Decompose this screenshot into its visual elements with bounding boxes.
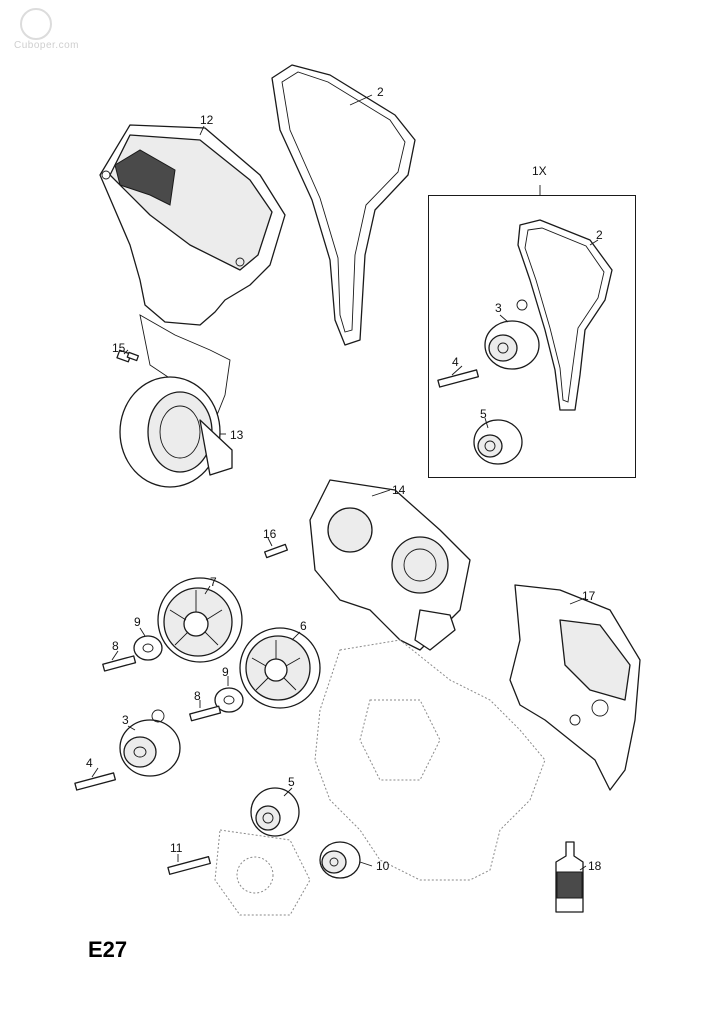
callout-9a: 9 <box>134 615 141 629</box>
callout-kit-4: 4 <box>452 355 459 369</box>
idler-pulley-5-part <box>250 787 300 837</box>
opel-logo-icon <box>20 8 52 40</box>
callout-kit-5: 5 <box>480 407 487 421</box>
sealant-bottle-18-part <box>555 841 584 913</box>
callout-14: 14 <box>392 483 406 497</box>
engine-block-ghost <box>214 639 546 916</box>
bolt-4-part <box>74 772 117 791</box>
callout-13: 13 <box>230 428 244 442</box>
leader-lines <box>91 94 599 871</box>
watermark-text: Cuboper.com <box>14 40 79 51</box>
callout-16: 16 <box>263 527 277 541</box>
callout-10: 10 <box>376 859 390 873</box>
bolt-15-part <box>116 349 140 363</box>
washer-9b-part <box>214 687 244 713</box>
callout-8a: 8 <box>112 639 119 653</box>
washer-9a-part <box>133 635 163 661</box>
callout-17: 17 <box>582 589 596 603</box>
callout-12: 12 <box>200 113 214 127</box>
callout-18: 18 <box>588 859 602 873</box>
bolt-8a-part <box>102 655 137 672</box>
callout-5: 5 <box>288 775 295 789</box>
callout-8b: 8 <box>194 689 201 703</box>
tensioner-3-part <box>119 709 181 777</box>
callout-4: 4 <box>86 756 93 770</box>
crankshaft-gear-10-part <box>319 841 361 879</box>
callout-11: 11 <box>170 841 183 855</box>
kit-idler-pulley-part <box>473 419 523 465</box>
callout-2: 2 <box>377 85 384 99</box>
kit-contents-box <box>428 195 636 478</box>
callout-9b: 9 <box>222 665 229 679</box>
kit-bolt-part <box>437 369 480 388</box>
timing-belt-part <box>271 64 416 346</box>
camshaft-gear-7-part <box>157 577 243 663</box>
kit-tensioner-part <box>484 299 540 370</box>
kit-label: 1X <box>532 164 547 178</box>
upper-timing-cover-part <box>99 124 286 326</box>
rear-gasket-17-part <box>509 584 641 791</box>
callout-kit-3: 3 <box>495 301 502 315</box>
callout-kit-2: 2 <box>596 228 603 242</box>
callout-6: 6 <box>300 619 307 633</box>
callout-15: 15 <box>112 341 126 355</box>
callout-7: 7 <box>210 575 217 589</box>
callout-3: 3 <box>122 713 129 727</box>
page-code: E27 <box>88 937 128 962</box>
bolt-11-part <box>167 856 211 875</box>
camshaft-gear-6-part <box>239 627 321 709</box>
bolt-16-part <box>263 543 289 559</box>
lower-timing-cover-part <box>309 479 471 651</box>
crankshaft-pulley-13-part <box>119 314 233 488</box>
kit-timing-belt-part <box>517 219 613 411</box>
bolt-8b-part <box>189 705 222 722</box>
